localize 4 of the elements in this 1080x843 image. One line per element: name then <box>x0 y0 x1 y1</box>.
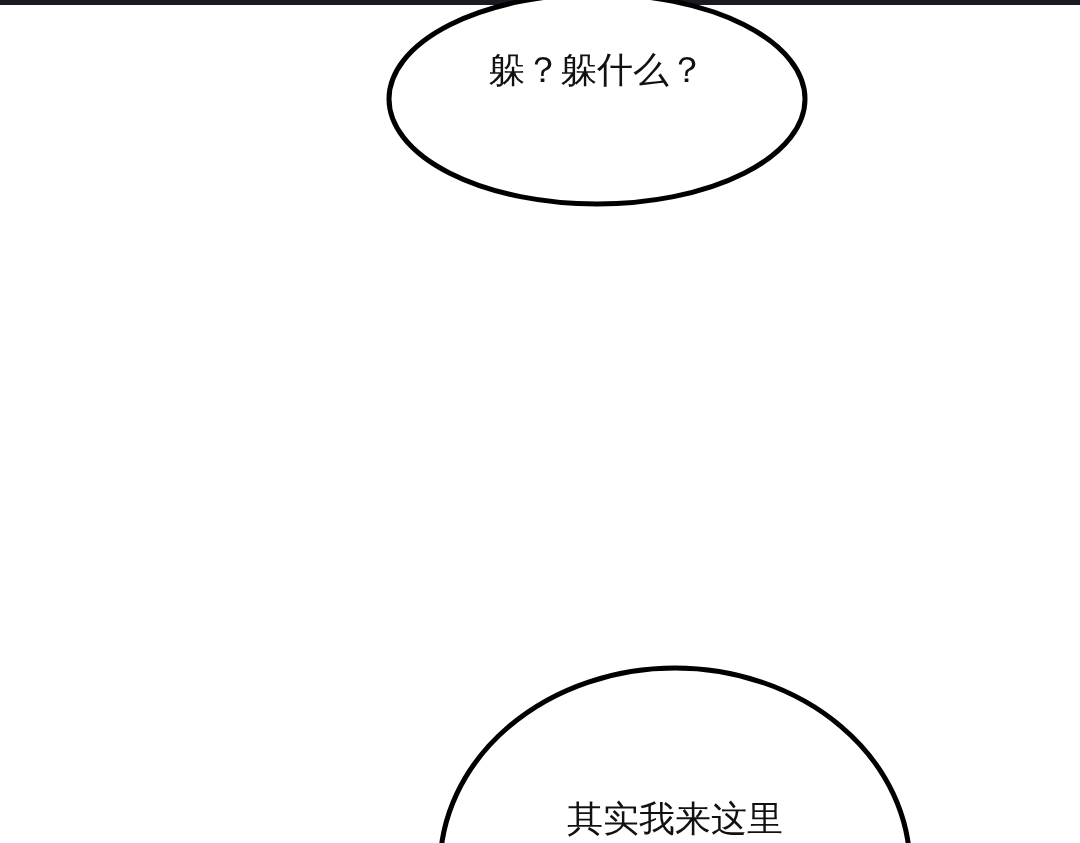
speech-bubble <box>437 665 913 843</box>
speech-bubble <box>386 0 808 207</box>
speech-text: 躲？躲什么？ <box>488 48 706 92</box>
speech-text: 其实我来这里 <box>566 797 784 841</box>
